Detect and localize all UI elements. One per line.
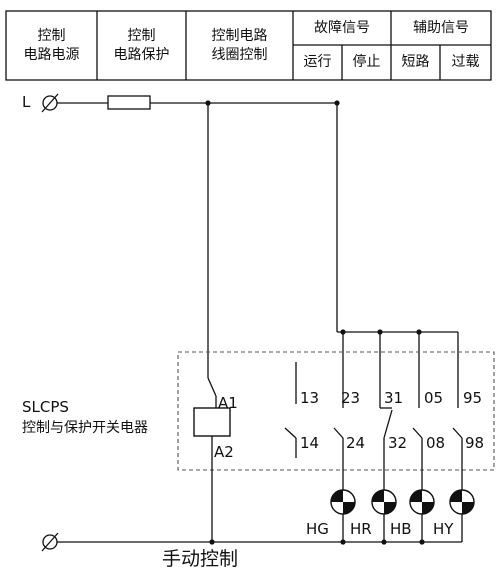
coil-a1-label: A1 <box>218 394 238 412</box>
header-run: 运行 <box>293 45 342 80</box>
contact-14-label: 14 <box>300 434 320 452</box>
contact-13-label: 13 <box>300 389 320 407</box>
neutral-terminal <box>41 532 59 552</box>
contact-23-label: 23 <box>341 389 361 407</box>
header-col-coil: 控制电路 线圈控制 <box>186 11 293 80</box>
header-stop: 停止 <box>342 45 391 80</box>
lamp-hb-label: HB <box>390 520 412 538</box>
coil <box>193 407 231 437</box>
neutral-junctions <box>209 539 425 545</box>
contact-05-label: 05 <box>424 389 444 407</box>
contact-13-14 <box>284 362 297 458</box>
header-col-coil-line2: 线圈控制 <box>211 46 268 63</box>
header-col-protection-line1: 控制 <box>127 27 156 44</box>
contact-31-label: 31 <box>384 389 404 407</box>
header-stop-text: 停止 <box>352 54 381 70</box>
header-table <box>5 10 492 81</box>
header-col-coil-line1: 控制电路 <box>211 27 268 44</box>
header-aux-title: 辅助信号 <box>391 11 491 45</box>
lamp-hg-icon <box>330 489 356 515</box>
header-run-text: 运行 <box>303 54 332 70</box>
header-col-power-line2: 电路电源 <box>23 46 80 63</box>
coil-a2-label: A2 <box>214 443 234 461</box>
header-overload-text: 过载 <box>451 54 480 70</box>
header-short: 短路 <box>391 45 440 80</box>
header-col-power: 控制 电路电源 <box>6 11 97 80</box>
lamp-hr-icon <box>371 489 397 515</box>
contact-23-24 <box>333 388 344 490</box>
contact-32-label: 32 <box>388 434 408 452</box>
lamp-hy-icon <box>449 489 475 515</box>
lamp-hg-label: HG <box>306 520 329 538</box>
device-desc-label: 控制与保护开关电器 <box>22 420 148 436</box>
header-fault-title: 故障信号 <box>293 11 391 45</box>
lamp-hr-label: HR <box>350 520 372 538</box>
line-label: L <box>22 93 31 111</box>
device-model-label: SLCPS <box>22 398 69 416</box>
header-aux-title-text: 辅助信号 <box>413 19 469 36</box>
header-short-text: 短路 <box>401 54 430 70</box>
header-overload: 过载 <box>440 45 491 80</box>
neutral-bus <box>57 514 463 543</box>
header-col-protection-line2: 电路保护 <box>113 46 170 63</box>
contact-98-label: 98 <box>465 434 485 452</box>
lamp-hy-label: HY <box>433 520 454 538</box>
header-fault-title-text: 故障信号 <box>314 19 370 36</box>
lamp-hb-icon <box>409 489 435 515</box>
supply-bus <box>150 102 459 388</box>
header-col-protection: 控制 电路保护 <box>97 11 186 80</box>
contact-24-label: 24 <box>346 434 366 452</box>
contact-05-08 <box>412 388 423 490</box>
footer-label: 手动控制 <box>162 548 239 570</box>
contact-95-label: 95 <box>463 389 483 407</box>
junction-dots <box>205 100 422 335</box>
contact-31-32 <box>379 373 393 490</box>
fuse <box>107 95 151 110</box>
contact-95-98 <box>452 388 463 490</box>
manual-switch <box>207 377 217 408</box>
device-frame <box>177 351 495 471</box>
contact-08-label: 08 <box>426 434 446 452</box>
header-col-power-line1: 控制 <box>37 27 66 44</box>
line-terminal <box>41 93 108 113</box>
